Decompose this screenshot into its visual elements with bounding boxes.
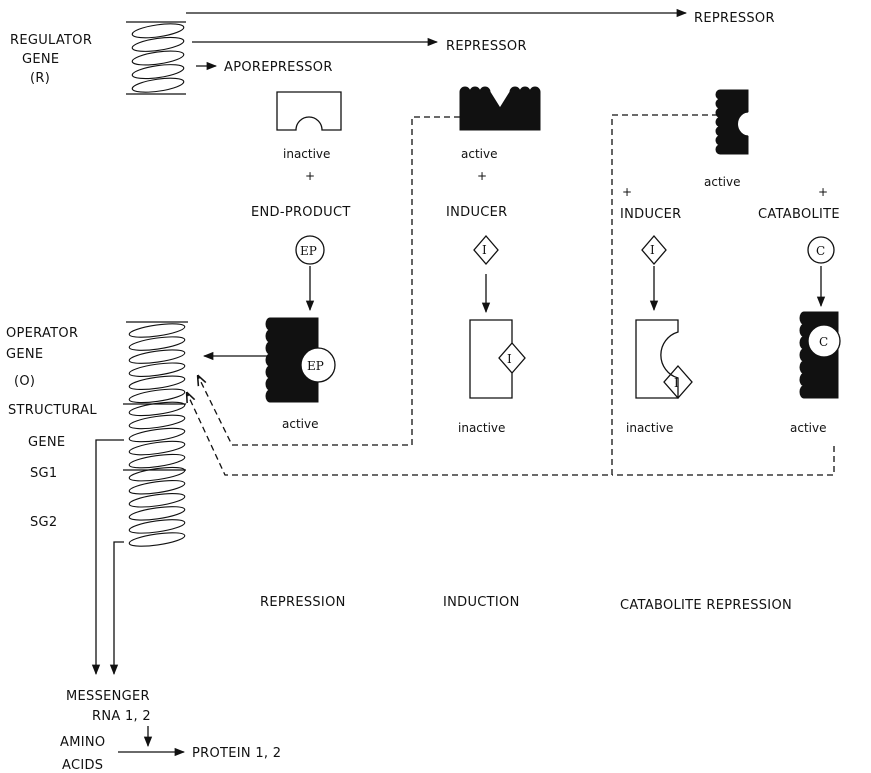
- catabolite-bound-dashed-line: [612, 446, 834, 475]
- catabolite-label: CATABOLITE: [758, 207, 840, 222]
- sg2-label: SG2: [30, 515, 58, 530]
- regulator-gene-label-1: REGULATOR: [10, 33, 92, 48]
- regulator-gene-label-3: (R): [30, 71, 50, 86]
- catabolite-c-bound-symbol: C: [819, 335, 828, 349]
- induction-dashed-line: [198, 117, 460, 445]
- induction-active-label: active: [461, 147, 497, 161]
- sg1-transcription-arrow: [96, 440, 124, 674]
- repression-active-label: active: [282, 417, 318, 431]
- induction-inducer-label: INDUCER: [446, 205, 508, 220]
- rna-label: RNA 1, 2: [92, 709, 151, 724]
- repressor-mid-label: REPRESSOR: [446, 39, 527, 54]
- catabolite-plus-catabolite: +: [818, 185, 828, 199]
- induction-inactive-label: inactive: [458, 421, 505, 435]
- sg2-transcription-arrow: [114, 542, 124, 674]
- induction-title: INDUCTION: [443, 595, 520, 610]
- repression-inactive-label: inactive: [283, 147, 330, 161]
- catabolite-active-repressor-bound: [800, 312, 840, 398]
- induction-i-bound-symbol: I: [507, 352, 512, 366]
- repression-title: REPRESSION: [260, 595, 346, 610]
- operator-gene-label-2: GENE: [6, 347, 43, 362]
- acids-label: ACIDS: [62, 758, 103, 773]
- protein-label: PROTEIN 1, 2: [192, 746, 281, 761]
- aporepressor-shape: [277, 92, 341, 130]
- catabolite-c-symbol: C: [816, 244, 825, 258]
- catabolite-inducer-label: INDUCER: [620, 207, 682, 222]
- ep-symbol: EP: [300, 244, 317, 258]
- operator-gene-label-3: (O): [14, 374, 35, 389]
- induction-inactive-repressor: [470, 320, 525, 398]
- catabolite-i-bound-symbol: I: [674, 376, 679, 390]
- operator-structural-gene-coil: [123, 321, 188, 549]
- induction-plus: +: [477, 169, 487, 183]
- regulator-gene-label-2: GENE: [22, 52, 59, 67]
- catabolite-binding-site: [738, 112, 762, 136]
- structural-gene-label-2: GENE: [28, 435, 65, 450]
- messenger-label: MESSENGER: [66, 689, 150, 704]
- induction-active-repressor: [460, 87, 540, 130]
- regulator-gene-coil: [126, 21, 186, 95]
- aporepressor-label: APOREPRESSOR: [224, 60, 333, 75]
- catabolite-active-label: active: [704, 175, 740, 189]
- active-repressor-ep: [266, 318, 335, 402]
- catabolite-plus-inducer: +: [622, 185, 632, 199]
- sg1-label: SG1: [30, 466, 58, 481]
- structural-gene-label-1: STRUCTURAL: [8, 403, 97, 418]
- catabolite-bound-active-label: active: [790, 421, 826, 435]
- repression-plus: +: [305, 169, 315, 183]
- catabolite-inactive-label: inactive: [626, 421, 673, 435]
- ep-bound-symbol: EP: [307, 359, 324, 373]
- amino-label: AMINO: [60, 735, 105, 750]
- induction-i-symbol: I: [482, 243, 487, 257]
- catabolite-repression-title: CATABOLITE REPRESSION: [620, 598, 792, 613]
- repressor-top-label: REPRESSOR: [694, 11, 775, 26]
- operator-gene-label-1: OPERATOR: [6, 326, 78, 341]
- catabolite-i-symbol: I: [650, 243, 655, 257]
- end-product-label: END-PRODUCT: [251, 205, 351, 220]
- catabolite-inactive-repressor: [636, 320, 692, 398]
